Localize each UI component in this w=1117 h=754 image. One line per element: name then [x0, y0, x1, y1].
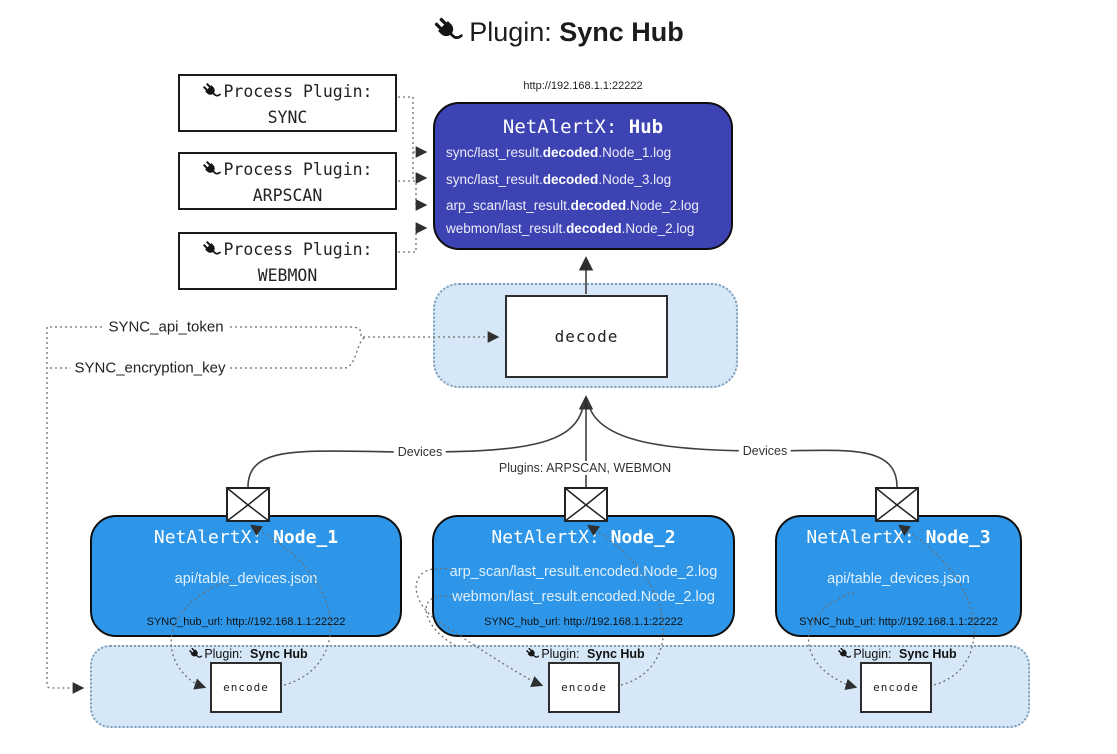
hub-file-line: arp_scan/last_result.decoded.Node_2.log — [446, 198, 699, 213]
decode-label: decode — [554, 327, 619, 346]
page-title: Plugin: Sync Hub — [0, 16, 1117, 48]
process-plugin-webmon: Process Plugin: WEBMON — [178, 232, 397, 290]
node-2-file: arp_scan/last_result.encoded.Node_2.log — [449, 564, 718, 580]
sync-encryption-key-label: SYNC_encryption_key — [70, 359, 230, 377]
edge-arpscan-to-hub — [398, 180, 428, 211]
plug-icon — [433, 16, 463, 46]
plug-icon — [202, 82, 221, 101]
encoder-2-label: Plugin: Sync Hub — [525, 647, 645, 661]
node-3-hub-url: SYNC_hub_url: http://192.168.1.1:22222 — [799, 616, 998, 628]
edge-sync-to-hub — [398, 96, 428, 184]
edge-label-devices-right: Devices — [738, 444, 792, 458]
plug-icon — [837, 647, 851, 661]
plug-icon — [525, 647, 539, 661]
plug-icon — [202, 240, 221, 259]
encode-2-box: encode — [548, 662, 620, 713]
sync-api-token-label: SYNC_api_token — [104, 318, 228, 336]
process-plugin-sync: Process Plugin: SYNC — [178, 74, 397, 132]
hub-url-label: http://192.168.1.1:22222 — [523, 80, 643, 92]
process-plugin-label: Process Plugin: — [223, 240, 373, 259]
process-plugin-label: Process Plugin: — [223, 82, 373, 101]
plug-icon — [202, 160, 221, 179]
process-plugin-name: SYNC — [267, 107, 308, 127]
hub-title-prefix: NetAlertX: — [502, 116, 618, 138]
encoder-3-label: Plugin: Sync Hub — [837, 647, 957, 661]
envelope-icon — [875, 487, 919, 522]
node-1-hub-url: SYNC_hub_url: http://192.168.1.1:22222 — [146, 616, 346, 628]
hub-file-line: sync/last_result.decoded.Node_1.log — [446, 145, 672, 160]
edge-label-devices-left: Devices — [393, 445, 447, 459]
node-1-file: api/table_devices.json — [174, 571, 318, 587]
node-2-hub-url: SYNC_hub_url: http://192.168.1.1:22222 — [484, 616, 683, 628]
page-title-name: Sync Hub — [559, 17, 684, 47]
edge-webmon-to-hub — [398, 222, 428, 253]
node-1-title: NetAlertX: Node_1 — [153, 527, 339, 548]
edge-label-plugins-center: Plugins: ARPSCAN, WEBMON — [494, 461, 676, 475]
process-plugin-name: WEBMON — [257, 265, 318, 285]
node-3-file: api/table_devices.json — [827, 571, 970, 587]
hub-file-line: webmon/last_result.decoded.Node_2.log — [446, 221, 695, 236]
hub-title: NetAlertX: Hub — [435, 116, 731, 138]
node-3-title: NetAlertX: Node_3 — [806, 527, 991, 548]
encode-1-box: encode — [210, 662, 282, 713]
page-title-prefix: Plugin: — [469, 17, 552, 47]
plug-icon — [188, 647, 202, 661]
hub-file-line: sync/last_result.decoded.Node_3.log — [446, 172, 672, 187]
node-1-box: NetAlertX: Node_1 api/table_devices.json… — [90, 515, 402, 637]
encode-3-box: encode — [860, 662, 932, 713]
node-2-box: NetAlertX: Node_2 arp_scan/last_result.e… — [432, 515, 735, 637]
hub-title-name: Hub — [628, 116, 664, 138]
envelope-icon — [564, 487, 608, 522]
node-2-file: webmon/last_result.encoded.Node_2.log — [452, 589, 715, 605]
node-2-title: NetAlertX: Node_2 — [491, 527, 676, 548]
edge-secrets-to-encode-panel — [46, 327, 85, 694]
process-plugin-label: Process Plugin: — [223, 160, 373, 179]
process-plugin-name: ARPSCAN — [252, 185, 323, 205]
decode-box: decode — [505, 295, 668, 378]
process-plugin-arpscan: Process Plugin: ARPSCAN — [178, 152, 397, 210]
hub-box: NetAlertX: Hub sync/last_result.decoded.… — [433, 102, 733, 250]
encoder-1-label: Plugin: Sync Hub — [188, 647, 308, 661]
envelope-icon — [226, 487, 270, 522]
node-3-box: NetAlertX: Node_3 api/table_devices.json… — [775, 515, 1022, 637]
